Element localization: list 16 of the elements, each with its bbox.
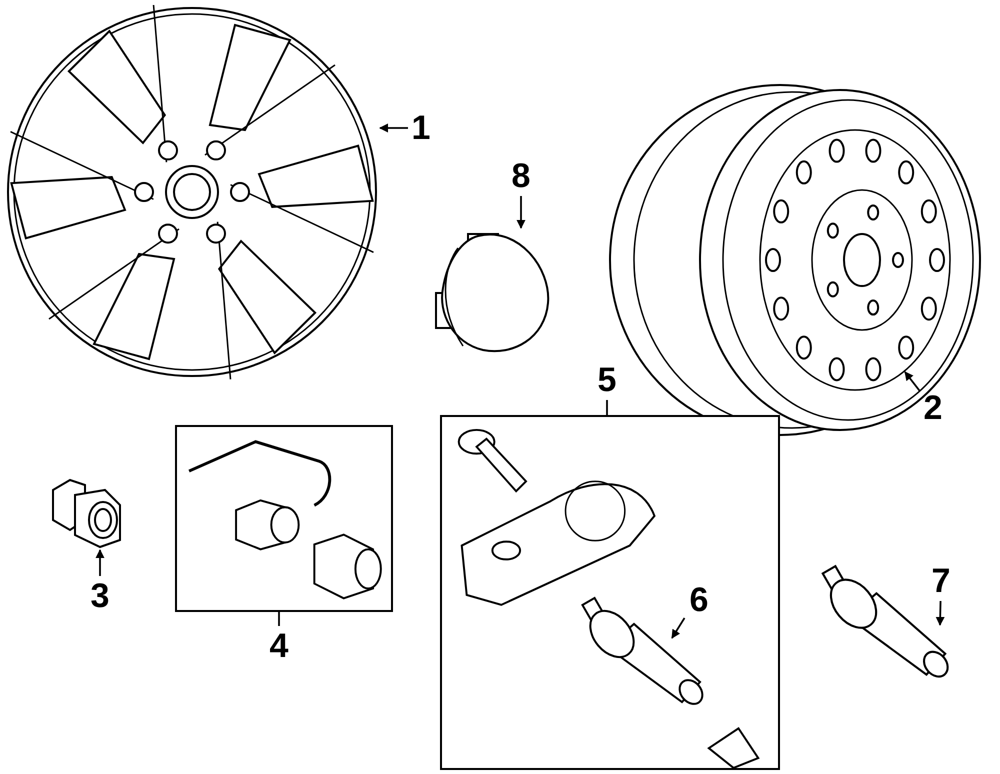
- callout-number: 3: [90, 579, 110, 613]
- leader-arrow: [96, 549, 104, 576]
- callout-number: 2: [924, 391, 942, 425]
- callout-number: 8: [512, 159, 530, 193]
- leader-arrow: [671, 618, 686, 639]
- leader-arrow: [379, 124, 408, 132]
- callout-number: 4: [270, 629, 288, 663]
- callout-number: 1: [412, 111, 430, 145]
- leader-arrow: [904, 371, 921, 392]
- leader-line: [278, 612, 280, 626]
- leader-line: [606, 400, 608, 415]
- callout-number: 6: [690, 583, 708, 617]
- leader-arrow: [516, 196, 526, 229]
- callout-number: 7: [932, 564, 950, 598]
- leader-arrow: [936, 600, 945, 626]
- callout-number: 5: [598, 363, 616, 397]
